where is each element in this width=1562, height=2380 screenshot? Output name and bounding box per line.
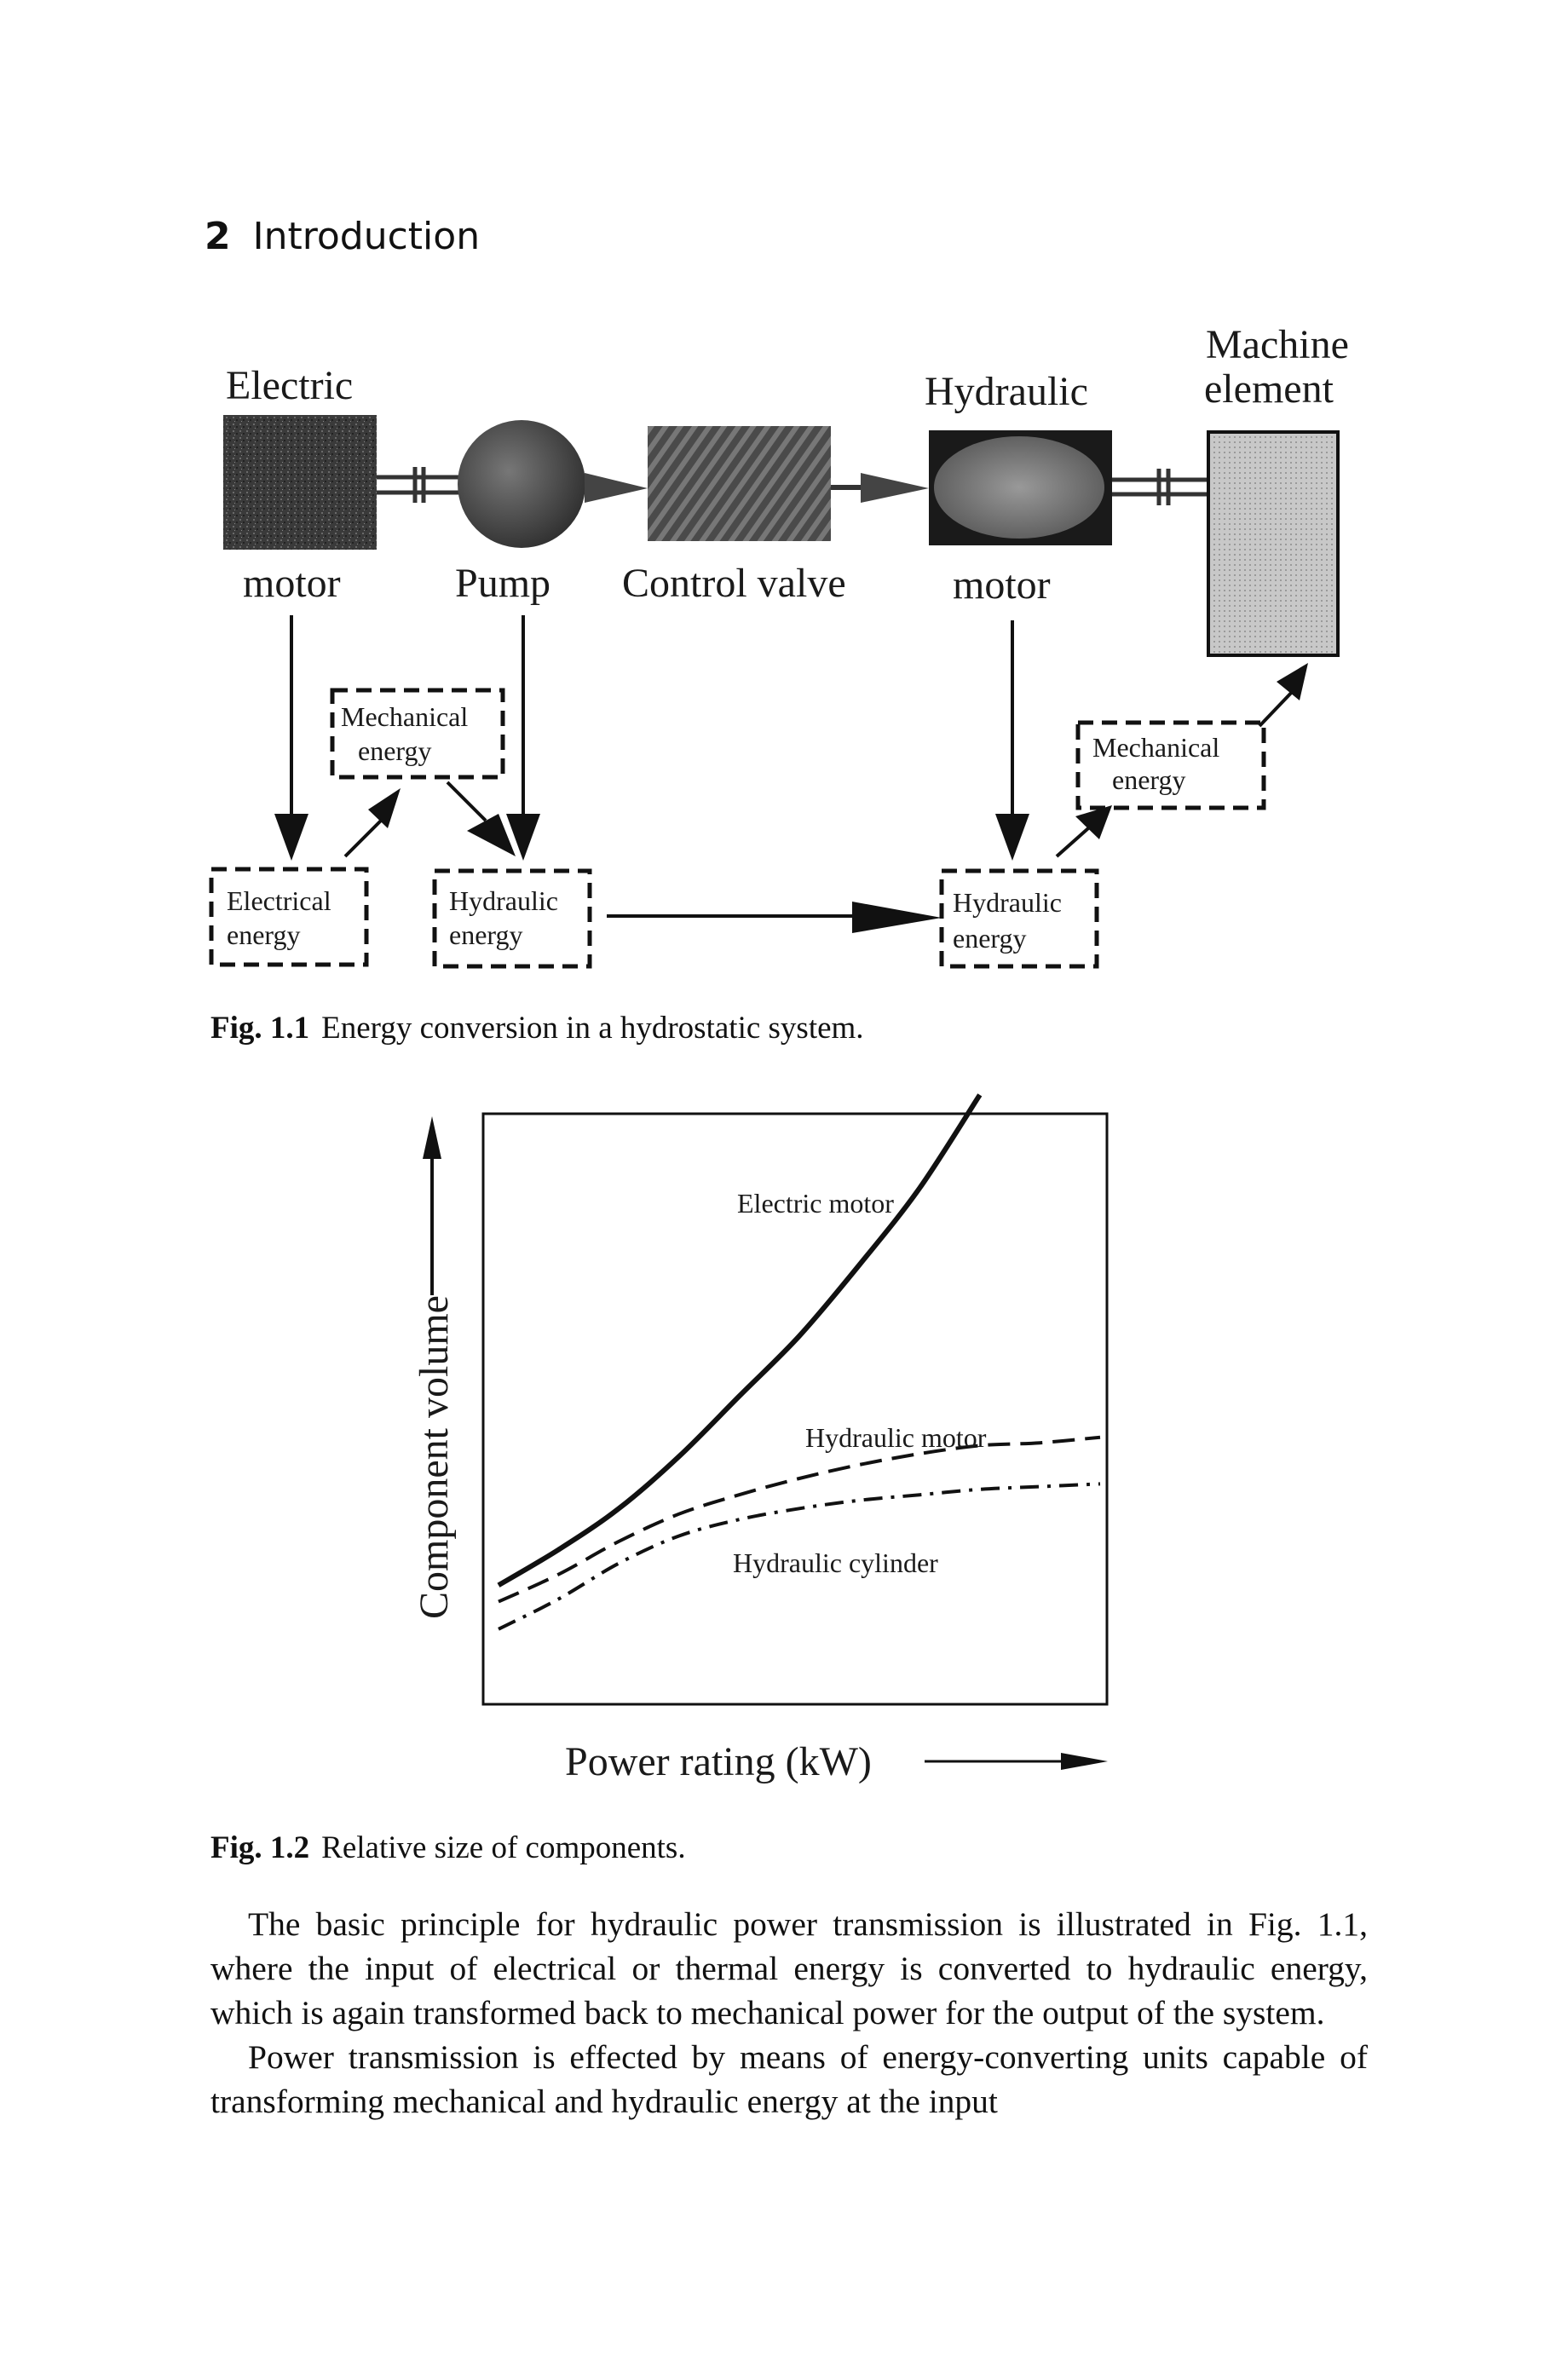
x-axis-arrow [925, 1753, 1108, 1770]
paragraph-2: Power transmission is effected by means … [210, 2038, 1368, 2120]
control-valve-block [648, 426, 831, 541]
label-machine: Machine [1206, 322, 1349, 367]
relative-size-chart: Component volume Electric motor Hydrauli… [412, 1093, 1109, 1784]
x-axis-label: Power rating (kW) [565, 1739, 872, 1784]
label-electric: Electric [226, 363, 353, 408]
mech1-line2: energy [358, 735, 431, 766]
figure-2-caption: Fig. 1.2 Relative size of components. [210, 1830, 686, 1866]
box-hydraulic-energy-2 [939, 868, 1099, 969]
figure-1-caption-text: Energy conversion in a hydrostatic syste… [321, 1011, 864, 1046]
series-line-electric-motor [497, 1093, 983, 1588]
pump-circle [458, 420, 585, 548]
y-axis-arrow [423, 1116, 441, 1295]
y-axis-label: Component volume [412, 1295, 457, 1619]
mech2-line2: energy [1112, 764, 1185, 795]
mech1-line1: Mechanical [341, 701, 468, 732]
series-layer [497, 1093, 1101, 1631]
machine-element-block [1207, 430, 1340, 657]
label-motor-right: motor [953, 562, 1051, 608]
plot-frame [481, 1112, 1109, 1706]
hyd1-line1: Hydraulic [449, 885, 558, 916]
arrow-hyd-to-mech [1055, 805, 1112, 858]
page-number: 2 [205, 215, 231, 258]
series-label-hydraulic-cylinder: Hydraulic cylinder [733, 1547, 938, 1578]
coupling-left [377, 467, 460, 503]
coupling-right [1112, 469, 1208, 505]
pump-outlet-arrow [585, 473, 648, 503]
mech2-line1: Mechanical [1092, 732, 1219, 763]
series-line-hydraulic-motor [498, 1435, 1101, 1604]
label-element: element [1204, 366, 1334, 412]
label-control-valve: Control valve [622, 561, 846, 606]
hydraulic-motor-ellipse [934, 436, 1104, 539]
running-head-title: Introduction [252, 215, 481, 258]
valve-outlet-arrow [861, 473, 929, 503]
label-pump: Pump [455, 561, 550, 606]
elec-line1: Electrical [227, 885, 331, 916]
hyd2-line2: energy [953, 923, 1026, 954]
figure-2-caption-label: Fig. 1.2 [210, 1830, 310, 1865]
arrow-mech-to-hyd [446, 781, 516, 856]
figure-2-caption-text: Relative size of components. [321, 1830, 686, 1865]
energy-conversion-diagram: Electric Hydraulic Machine element motor… [209, 322, 1349, 969]
label-motor-left: motor [243, 561, 341, 606]
arrow-elec-to-mech [343, 788, 401, 858]
hyd1-line2: energy [449, 919, 522, 950]
running-head: 2 Introduction [205, 215, 480, 258]
arrow-machine-to-mech [1258, 663, 1308, 728]
series-label-hydraulic-motor: Hydraulic motor [805, 1422, 987, 1453]
electric-motor-block [223, 415, 377, 550]
figure-1-caption-label: Fig. 1.1 [210, 1011, 310, 1046]
box-mechanical-energy-2 [1075, 720, 1266, 810]
box-mechanical-energy-1 [330, 688, 505, 780]
box-hydraulic-energy-1 [432, 868, 592, 969]
label-hydraulic: Hydraulic [925, 369, 1088, 414]
paragraph-1: The basic principle for hydraulic power … [210, 1905, 1368, 2031]
box-electrical-energy [209, 867, 369, 967]
figure-1-caption: Fig. 1.1 Energy conversion in a hydrostat… [210, 1010, 864, 1046]
series-label-electric-motor: Electric motor [737, 1188, 894, 1219]
body-text: The basic principle for hydraulic power … [210, 1902, 1368, 2124]
hyd2-line1: Hydraulic [953, 887, 1062, 918]
series-line-hydraulic-cylinder [498, 1482, 1101, 1631]
elec-line2: energy [227, 919, 300, 950]
